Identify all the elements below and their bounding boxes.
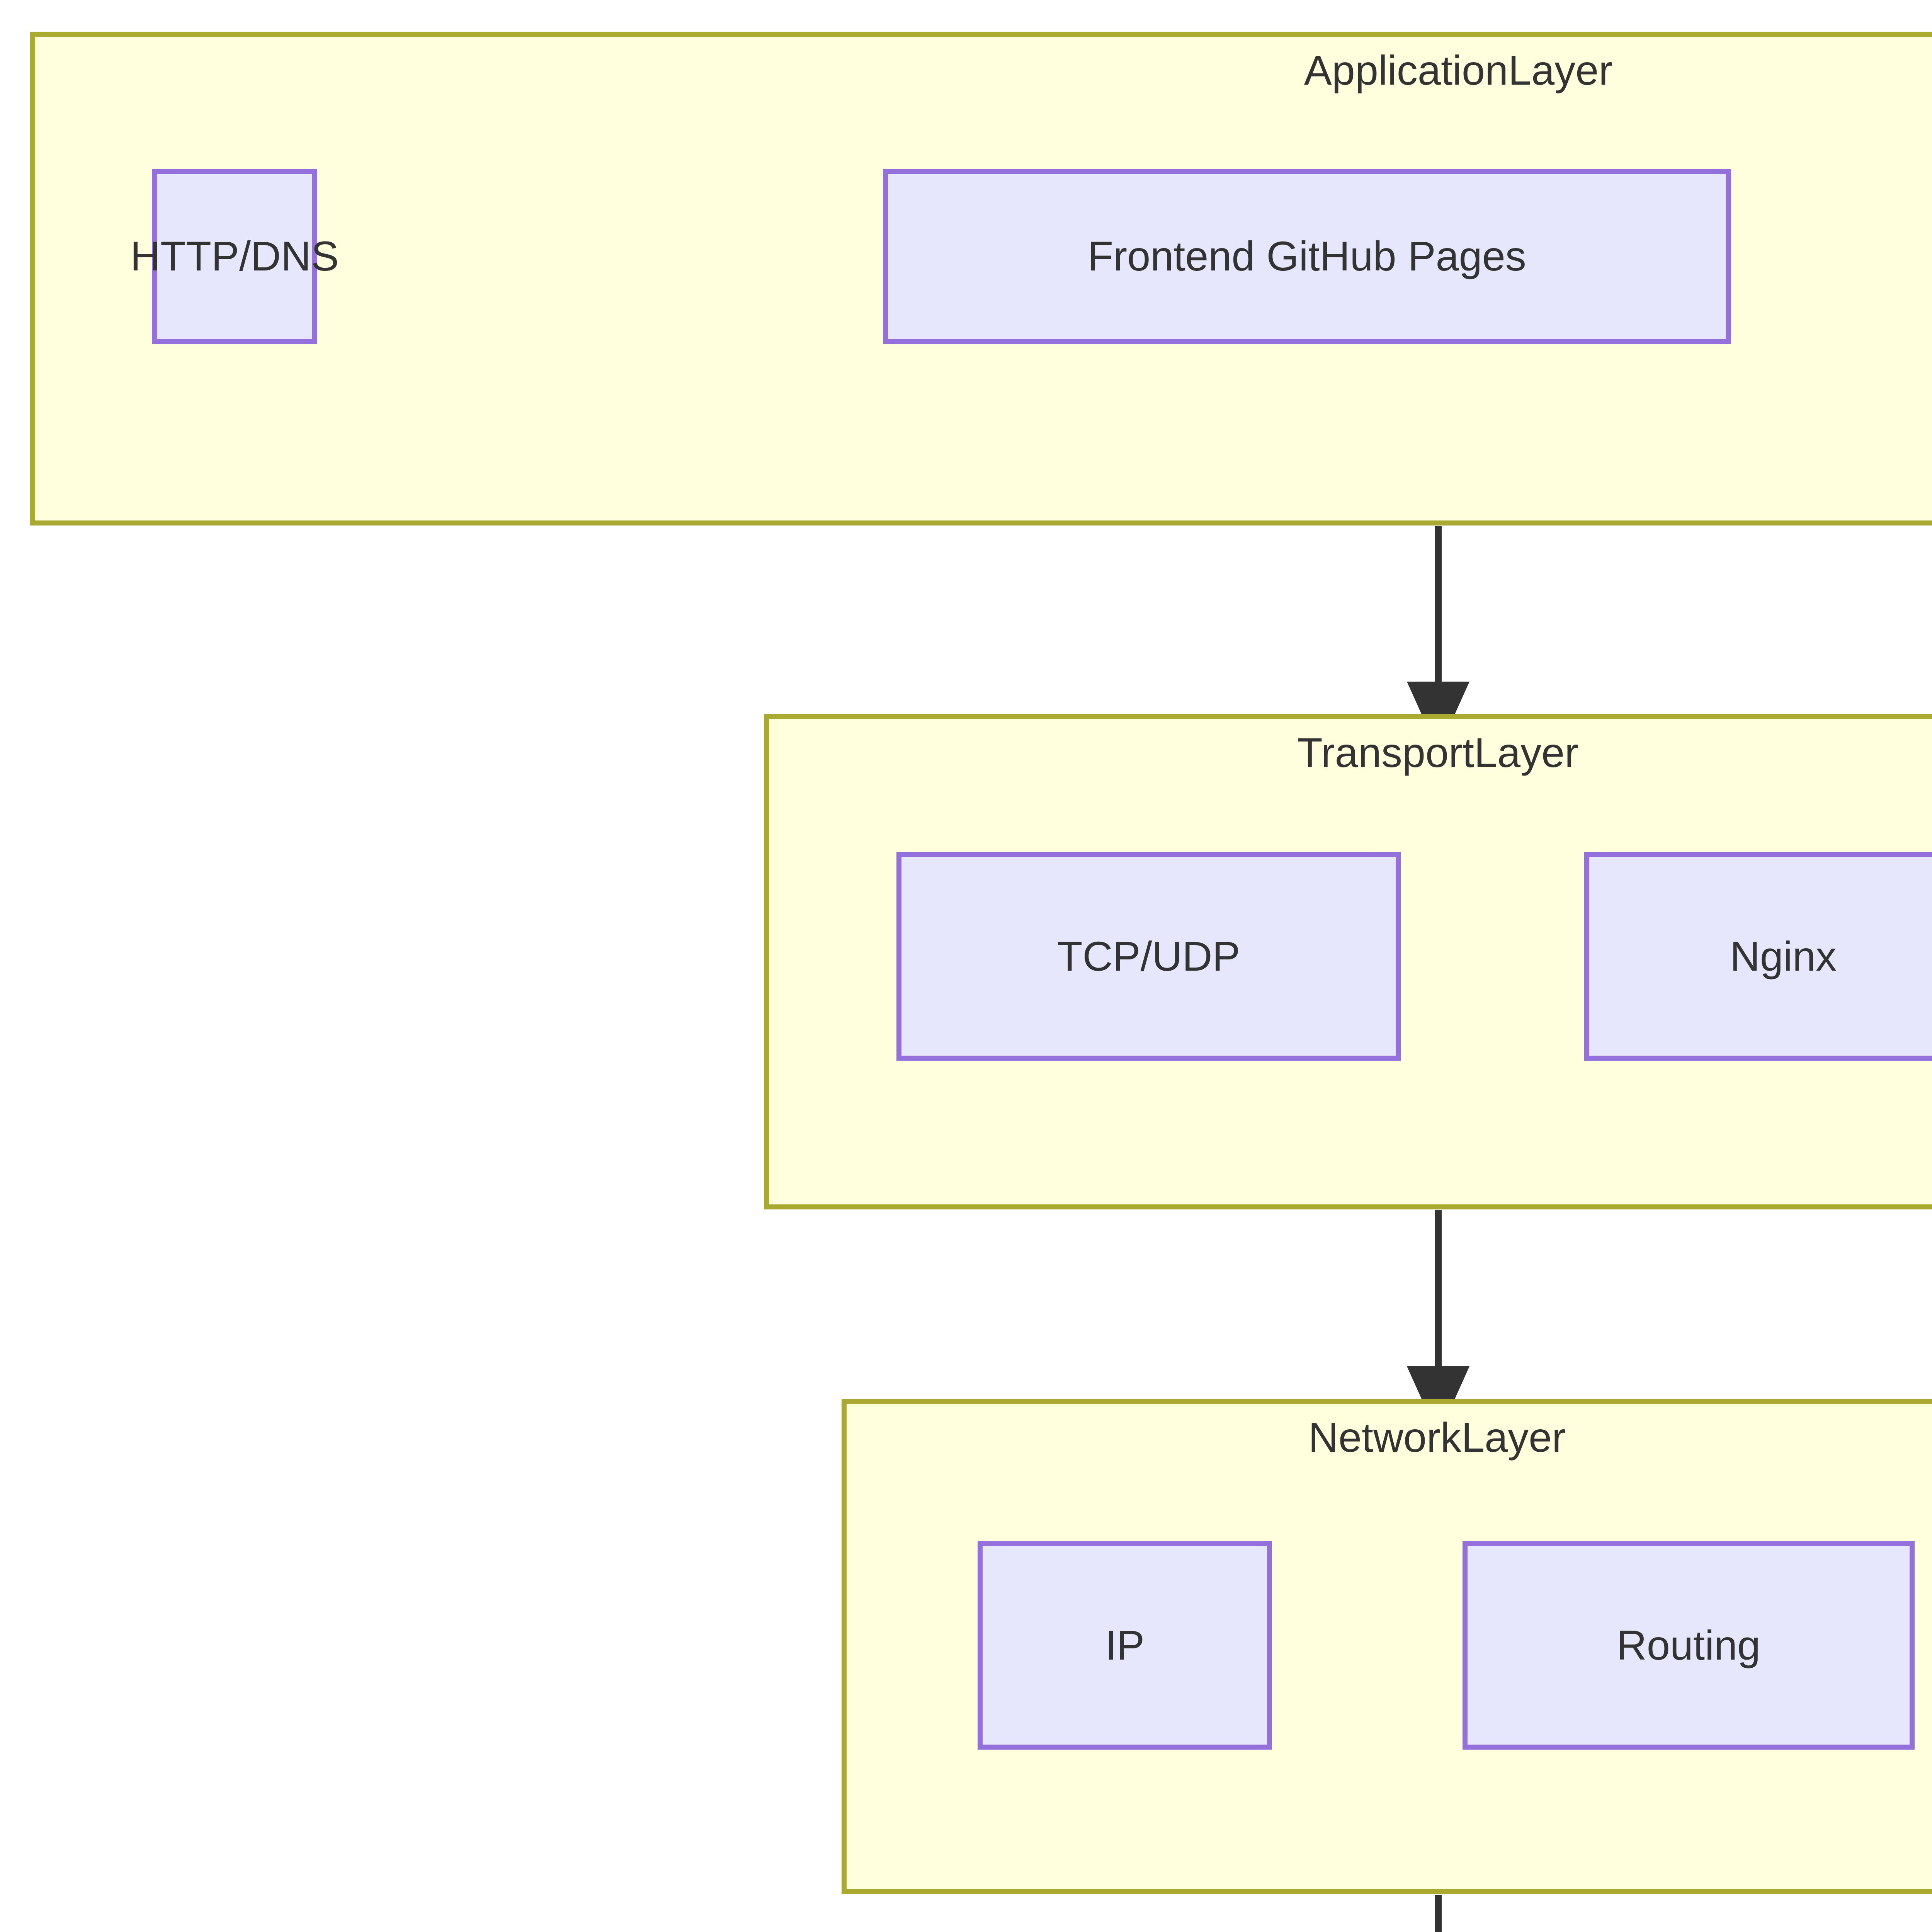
node-label-routing: Routing [1616, 1621, 1761, 1668]
node-label-ip: IP [1105, 1621, 1145, 1668]
layer-group-application-layer[interactable]: ApplicationLayer HTTP/DNS Frontend GitHu… [30, 32, 1932, 526]
layer-group-network-layer[interactable]: NetworkLayer IP Routing [842, 1399, 1932, 1894]
node-label-tcp-udp: TCP/UDP [1057, 932, 1240, 980]
layer-title-application-layer: ApplicationLayer [1304, 47, 1613, 94]
node-label-frontend-github-pages: Frontend GitHub Pages [1088, 233, 1526, 280]
node-ip[interactable]: IP [978, 1541, 1272, 1750]
node-routing[interactable]: Routing [1463, 1541, 1915, 1750]
layer-title-transport-layer: TransportLayer [1297, 729, 1579, 776]
layer-group-transport-layer[interactable]: TransportLayer TCP/UDP Nginx [764, 714, 1932, 1209]
node-label-nginx: Nginx [1730, 932, 1837, 980]
node-label-http-dns: HTTP/DNS [130, 233, 339, 280]
node-nginx[interactable]: Nginx [1584, 852, 1932, 1061]
node-http-dns[interactable]: HTTP/DNS [130, 169, 339, 344]
node-frontend-github-pages[interactable]: Frontend GitHub Pages [883, 169, 1731, 344]
layer-title-network-layer: NetworkLayer [1308, 1414, 1566, 1461]
node-tcp-udp[interactable]: TCP/UDP [896, 852, 1401, 1061]
